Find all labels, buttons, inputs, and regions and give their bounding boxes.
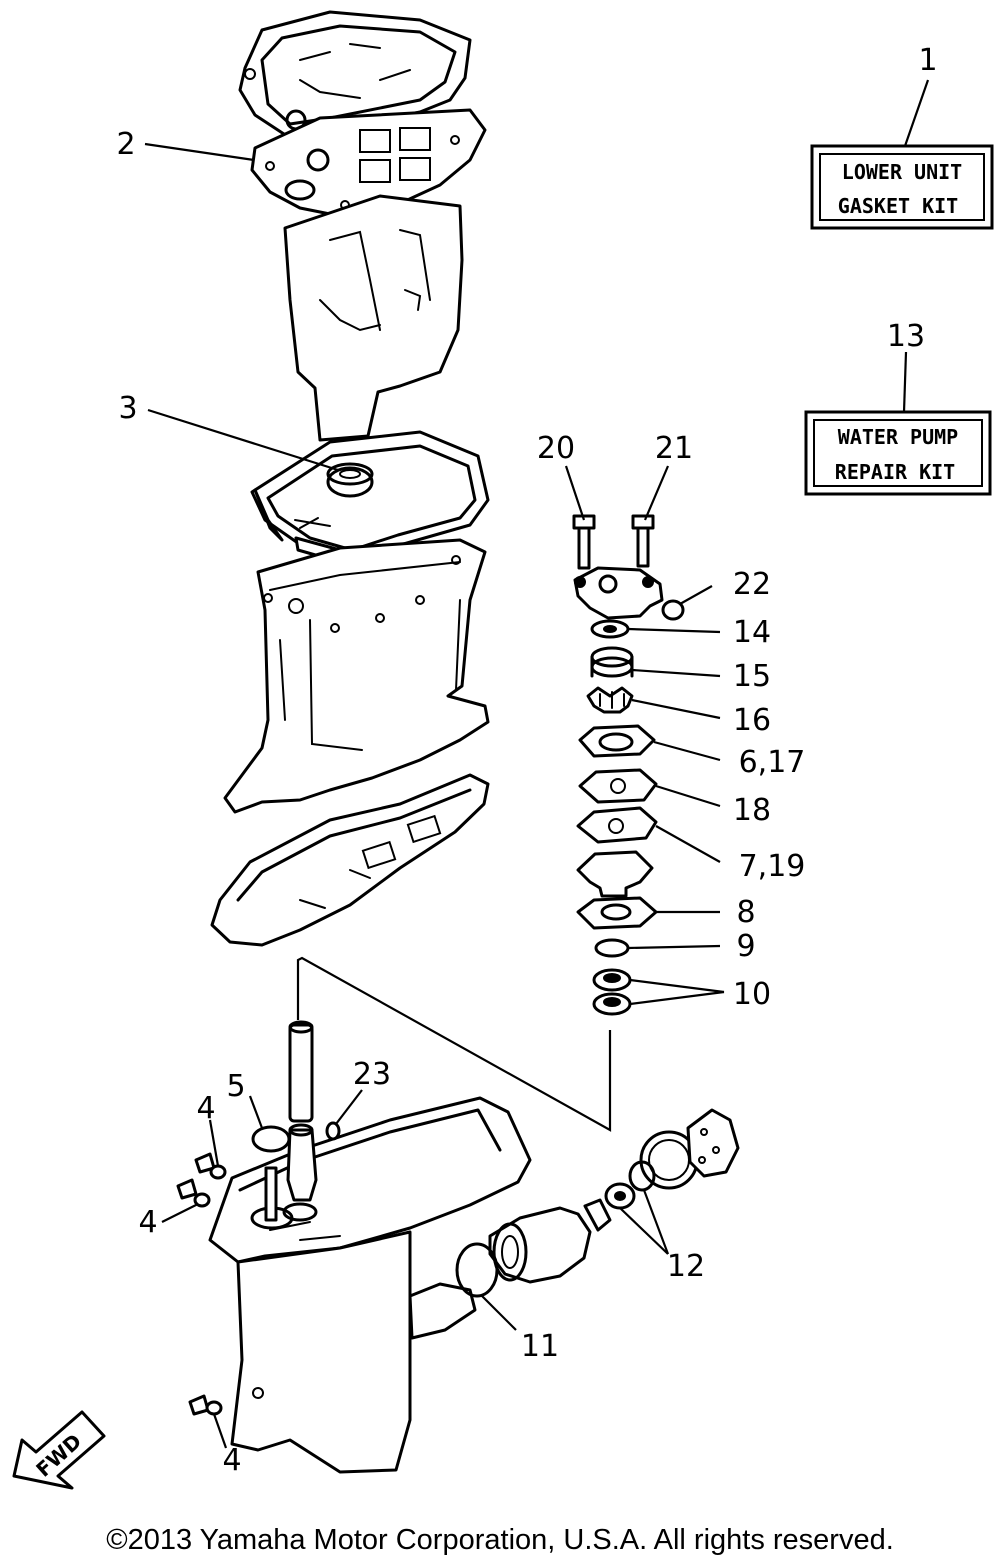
callout-21: 21 xyxy=(655,431,693,466)
cavitation-plate-part xyxy=(210,773,490,947)
upper-casing-part xyxy=(283,194,464,442)
plug-part-5 xyxy=(251,1125,291,1153)
water-pump-kit-line2: REPAIR KIT xyxy=(835,460,955,484)
gasket-kit-line2: GASKET KIT xyxy=(838,194,958,218)
screws-part-4 xyxy=(176,1152,227,1416)
propeller-shaft-housing-part xyxy=(488,1108,740,1284)
seal-part-3 xyxy=(326,462,374,498)
fwd-arrow-icon: FWD xyxy=(12,1410,106,1490)
o-ring-part-11 xyxy=(455,1242,499,1298)
callout-13: 13 xyxy=(887,319,925,354)
callout-14: 14 xyxy=(733,615,771,650)
middle-casing-part xyxy=(223,538,490,814)
copyright-footer: ©2013 Yamaha Motor Corporation, U.S.A. A… xyxy=(106,1524,894,1556)
callout-18: 18 xyxy=(733,793,771,828)
callout-5: 5 xyxy=(226,1069,245,1104)
water-pump-stack xyxy=(572,514,685,1016)
callout-11: 11 xyxy=(521,1329,559,1364)
leader-lines xyxy=(144,79,930,1449)
pin-part-23 xyxy=(325,1121,341,1141)
callout-15: 15 xyxy=(733,659,771,694)
callout-7-19: 7,19 xyxy=(739,849,806,884)
callout-22: 22 xyxy=(733,567,771,602)
callout-16: 16 xyxy=(733,703,771,738)
callout-20: 20 xyxy=(537,431,575,466)
callout-labels: 1 2 3 13 20 21 22 14 15 16 6,17 18 7,19 … xyxy=(116,43,937,1478)
callout-4-top: 4 xyxy=(196,1091,215,1126)
callout-3: 3 xyxy=(118,391,137,426)
callout-4-middle: 4 xyxy=(138,1205,157,1240)
lower-unit-gasket-kit-box: LOWER UNIT GASKET KIT xyxy=(810,144,994,230)
callout-23: 23 xyxy=(353,1057,391,1092)
callout-8: 8 xyxy=(736,895,755,930)
callout-6-17: 6,17 xyxy=(739,745,806,780)
water-pump-repair-kit-box: WATER PUMP REPAIR KIT xyxy=(804,410,992,496)
connector-lines xyxy=(296,956,612,1132)
callout-4-bottom: 4 xyxy=(222,1443,241,1478)
callout-2: 2 xyxy=(116,127,135,162)
upper-cover-part xyxy=(238,10,472,140)
water-pump-kit-line1: WATER PUMP xyxy=(838,425,958,449)
callout-12: 12 xyxy=(667,1249,705,1284)
callout-9: 9 xyxy=(736,929,755,964)
gasket-part-2 xyxy=(250,108,487,220)
lower-unit-part xyxy=(208,1096,532,1474)
callout-10: 10 xyxy=(733,977,771,1012)
drive-shaft-tube-part xyxy=(288,1020,314,1123)
callout-1: 1 xyxy=(918,43,937,78)
gasket-kit-line1: LOWER UNIT xyxy=(842,160,962,184)
